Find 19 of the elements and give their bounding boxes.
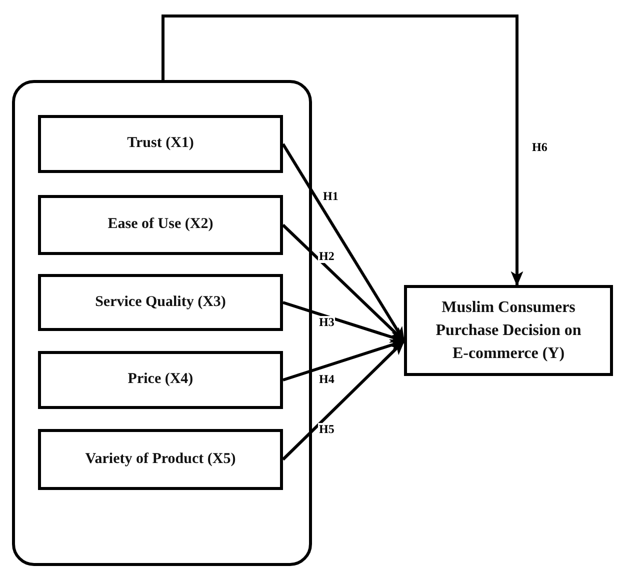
outcome-text: Muslim Consumers Purchase Decision on E-commerce (Y) (434, 298, 582, 364)
variable-box (38, 274, 283, 331)
arrow (162, 14, 524, 286)
variable-box (38, 429, 283, 490)
variable-box (38, 115, 283, 173)
variable-box (38, 195, 283, 255)
edge-label: H3 (318, 316, 336, 330)
edge-label: H2 (318, 250, 336, 264)
variable-box (38, 351, 283, 409)
variable-label: Service Quality (X3) (95, 292, 226, 312)
group-frame (12, 80, 312, 566)
variable-label: Variety of Product (X5) (85, 450, 236, 469)
arrow (282, 340, 406, 461)
variable-label: Trust (X1) (127, 134, 194, 154)
variable-label: Price (X4) (128, 370, 194, 390)
variable-label: Ease of Use (X2) (108, 215, 214, 234)
variable-box (404, 285, 613, 376)
edge-label: H5 (318, 423, 336, 436)
edge-label: H6 (531, 141, 548, 154)
